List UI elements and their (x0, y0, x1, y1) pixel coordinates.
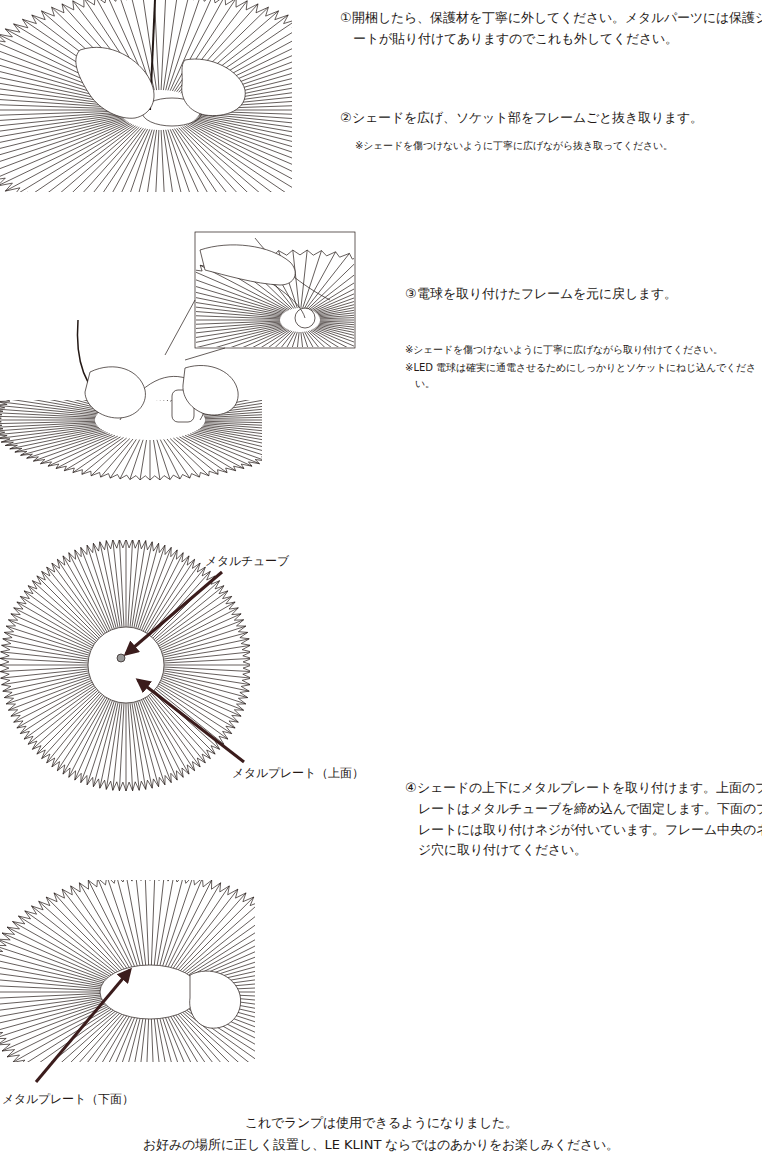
inset-frame (195, 232, 355, 348)
inset-pointer (165, 300, 195, 355)
hand (183, 365, 238, 415)
shade-pleats (0, 0, 292, 192)
instruction-text: ※LED 電球は確実に通電させるためにしっかりとソケットにねじ込んでください。 (405, 360, 762, 392)
instruction-text: ※シェードを傷つけないように丁寧に広げながら取り付けてください。 (405, 342, 757, 358)
metal-tube (117, 654, 125, 662)
metal-plate-bottom (100, 965, 200, 1019)
instruction-text: ※シェードを傷つけないように丁寧に広げながら抜き取ってください。 (355, 138, 755, 154)
instruction-text: ②シェードを広げ、ソケット部をフレームごと抜き取ります。 (340, 108, 762, 129)
instruction-text: メタルプレート（上面） (232, 764, 392, 783)
instruction-text: メタルチューブ (205, 552, 325, 571)
hand (200, 245, 295, 285)
instruction-text: これでランプは使用できるようになりました。 (0, 1113, 762, 1134)
hand (182, 59, 246, 116)
shade-pleats (0, 400, 262, 480)
leader-arrow (36, 970, 130, 1082)
instruction-text: ①開梱したら、保護材を丁寧に外してください。メタルパーツには保護シートが貼り付け… (340, 8, 762, 50)
instruction-text: ④シェードの上下にメタルプレートを取り付けます。上面のプレートはメタルチューブを… (405, 778, 762, 861)
shade-pleats (0, 540, 250, 791)
hand (76, 47, 154, 118)
leader-arrow (126, 572, 222, 654)
instruction-text: お好みの場所に正しく設置し、LE KLINT ならではのあかりをお楽しみください… (0, 1135, 762, 1156)
hand (190, 971, 241, 1028)
hand (85, 367, 145, 418)
instruction-text: ③電球を取り付けたフレームを元に戻します。 (405, 284, 755, 305)
instruction-text: メタルプレート（下面） (2, 1090, 172, 1109)
leader-arrow (138, 680, 244, 762)
inset-pointer (185, 348, 225, 360)
shade-pleats (0, 880, 255, 1062)
